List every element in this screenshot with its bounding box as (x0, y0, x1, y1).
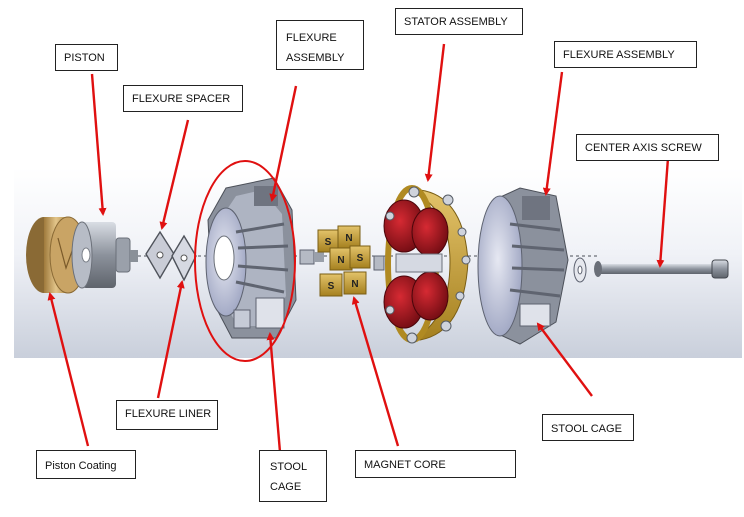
flexure-spacer-part (145, 230, 175, 280)
arrow-piston (90, 73, 107, 216)
arrow-center-axis-screw (656, 157, 670, 268)
piston-part (71, 221, 138, 289)
magnet-letter: N (351, 279, 358, 290)
arrow-stool-cage-left (266, 332, 282, 453)
flexure-assembly-left-part (205, 177, 297, 339)
magnet-core-part: S N N S S N (317, 225, 385, 297)
magnet-letter: S (357, 253, 364, 264)
magnet-letter: S (328, 281, 335, 292)
label-piston: PISTON (55, 44, 118, 71)
stator-assembly-part (383, 185, 471, 344)
label-piston-coating: Piston Coating (36, 450, 136, 479)
label-magnet-core: MAGNET CORE (355, 450, 516, 478)
label-stool-cage-right: STOOL CAGE (542, 414, 634, 441)
arrow-piston-coating (47, 292, 90, 447)
connector-bolt (299, 249, 324, 265)
label-flexure-assembly-left: FLEXURE ASSEMBLY (276, 20, 364, 70)
magnet-letter: N (345, 233, 352, 244)
arrow-flexure-spacer (159, 119, 190, 230)
magnet-letter: N (337, 255, 344, 266)
arrow-flexure-liner (156, 280, 185, 399)
arrow-flexure-assembly-right (542, 71, 564, 196)
label-flexure-liner: FLEXURE LINER (116, 400, 218, 430)
label-flexure-assembly-right: FLEXURE ASSEMBLY (554, 41, 697, 68)
label-flexure-spacer: FLEXURE SPACER (123, 85, 243, 112)
arrow-flexure-assembly-left (269, 85, 298, 202)
flexure-liner-part (171, 234, 197, 282)
arrow-stator-assembly (424, 43, 446, 182)
arrow-stool-cage-right (536, 322, 593, 397)
magnet-letter: S (325, 237, 332, 248)
arrow-magnet-core (351, 296, 400, 447)
highlight-ellipse (194, 160, 296, 362)
label-stool-cage-left: STOOL CAGE (259, 450, 327, 502)
flexure-assembly-right-part (477, 187, 569, 345)
label-center-axis-screw: CENTER AXIS SCREW (576, 134, 719, 161)
center-axis-screw-part (594, 259, 729, 279)
label-stator-assembly: STATOR ASSEMBLY (395, 8, 523, 35)
washer-part (573, 257, 587, 283)
